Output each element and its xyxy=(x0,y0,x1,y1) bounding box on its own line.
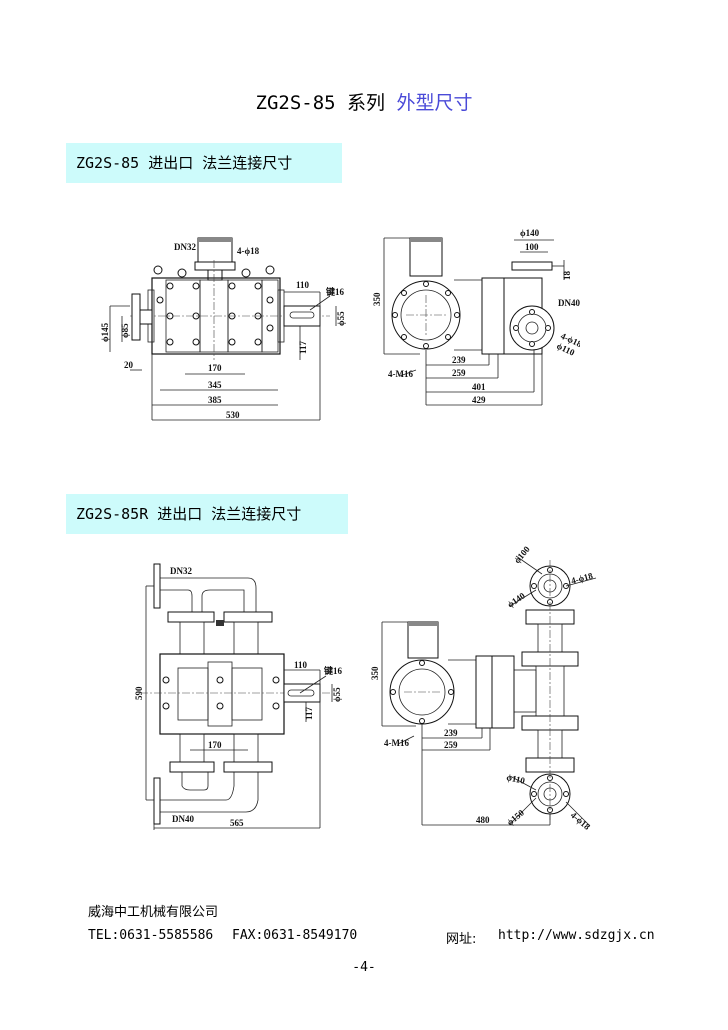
label-385: 385 xyxy=(208,395,222,405)
dimension-lines xyxy=(381,555,597,827)
label-bot-od: ϕ150 xyxy=(505,807,526,827)
dimension-lines xyxy=(383,237,565,406)
label-565: 565 xyxy=(230,818,244,828)
label-outlet: DN40 xyxy=(558,298,580,308)
label-dn32: DN32 xyxy=(174,242,196,252)
website-link[interactable]: http://www.sdzgjx.cn xyxy=(498,928,655,943)
label-flange-pcd: 100 xyxy=(525,242,539,252)
label-shaft-len: 110 xyxy=(296,280,310,290)
label-flange-dia: ϕ145 xyxy=(100,322,110,342)
label-height: 350 xyxy=(370,666,380,680)
label-480: 480 xyxy=(476,815,490,825)
dimension-lines xyxy=(145,585,333,830)
label-259: 259 xyxy=(444,740,458,750)
label-anchor: 4-M16 xyxy=(388,369,413,379)
page-title: ZG2S-85 系列 外型尺寸 xyxy=(0,88,728,115)
label-top-pcd: ϕ100 xyxy=(512,544,532,565)
label-170: 170 xyxy=(208,363,222,373)
label-height: 590 xyxy=(134,686,144,700)
telephone: TEL:0631-5585586 xyxy=(88,928,214,943)
cover-bolts xyxy=(392,281,460,349)
side-view-drawing-zg2s-85: ϕ140 100 18 DN40 4-ϕ18 ϕ110 350 4-M16 23… xyxy=(372,228,580,406)
knurl-cap xyxy=(198,238,232,242)
label-239: 239 xyxy=(444,728,458,738)
side-view-drawing-zg2s-85r: ϕ100 ϕ140 4-ϕ18 350 4-M16 239 259 ϕ110 ϕ… xyxy=(370,544,597,832)
body-bolts xyxy=(156,282,274,346)
label-shaft-dia: ϕ55 xyxy=(336,311,346,326)
label-shaft-height: 117 xyxy=(304,706,314,720)
label-170: 170 xyxy=(208,740,222,750)
section-heading-zg2s-85r: ZG2S-85R 进出口 法兰连接尺寸 xyxy=(66,494,348,534)
label-shaft-len: 110 xyxy=(294,660,308,670)
fax: FAX:0631-8549170 xyxy=(232,928,358,943)
label-401: 401 xyxy=(472,382,486,392)
label-height: 350 xyxy=(372,292,382,306)
front-view-drawing-zg2s-85r: DN32 DN40 590 110 键16 ϕ55 117 170 565 xyxy=(134,563,343,830)
label-anchor: 4-M16 xyxy=(384,738,409,748)
label-inlet: DN32 xyxy=(170,566,192,576)
label-bolts: 4-ϕ18 xyxy=(237,246,260,256)
label-bot-pcd: ϕ110 xyxy=(506,772,527,786)
label-429: 429 xyxy=(472,395,486,405)
label-spigot-dia: ϕ85 xyxy=(120,323,130,338)
website-label: 网址: xyxy=(446,932,477,947)
label-bot-bolts: 4-ϕ18 xyxy=(569,810,593,832)
company-name: 威海中工机械有限公司 xyxy=(88,905,219,920)
label-flange-h: 18 xyxy=(562,271,572,281)
label-shaft-height: 117 xyxy=(298,340,308,354)
label-239: 239 xyxy=(452,355,466,365)
label-top-od: ϕ140 xyxy=(505,590,527,609)
title-accent: 外型尺寸 xyxy=(396,92,473,114)
label-259: 259 xyxy=(452,368,466,378)
front-view-drawing-zg2s-85: DN32 4-ϕ18 110 键16 ϕ55 117 ϕ145 ϕ85 20 1… xyxy=(100,237,346,421)
title-prefix: ZG2S-85 系列 xyxy=(255,92,386,114)
label-key: 键16 xyxy=(323,665,343,676)
label-top-bolts: 4-ϕ18 xyxy=(570,570,594,586)
label-outlet: DN40 xyxy=(172,814,194,824)
dimension-lines xyxy=(109,291,337,421)
label-345: 345 xyxy=(208,380,222,390)
page-number: -4- xyxy=(352,960,376,975)
label-shaft-dia: ϕ55 xyxy=(332,687,342,702)
label-flange-thk: 20 xyxy=(124,360,134,370)
section-heading-zg2s-85: ZG2S-85 进出口 法兰连接尺寸 xyxy=(66,143,342,183)
label-flange-od: ϕ140 xyxy=(520,228,540,238)
label-key: 键16 xyxy=(325,286,345,297)
label-530: 530 xyxy=(226,410,240,420)
